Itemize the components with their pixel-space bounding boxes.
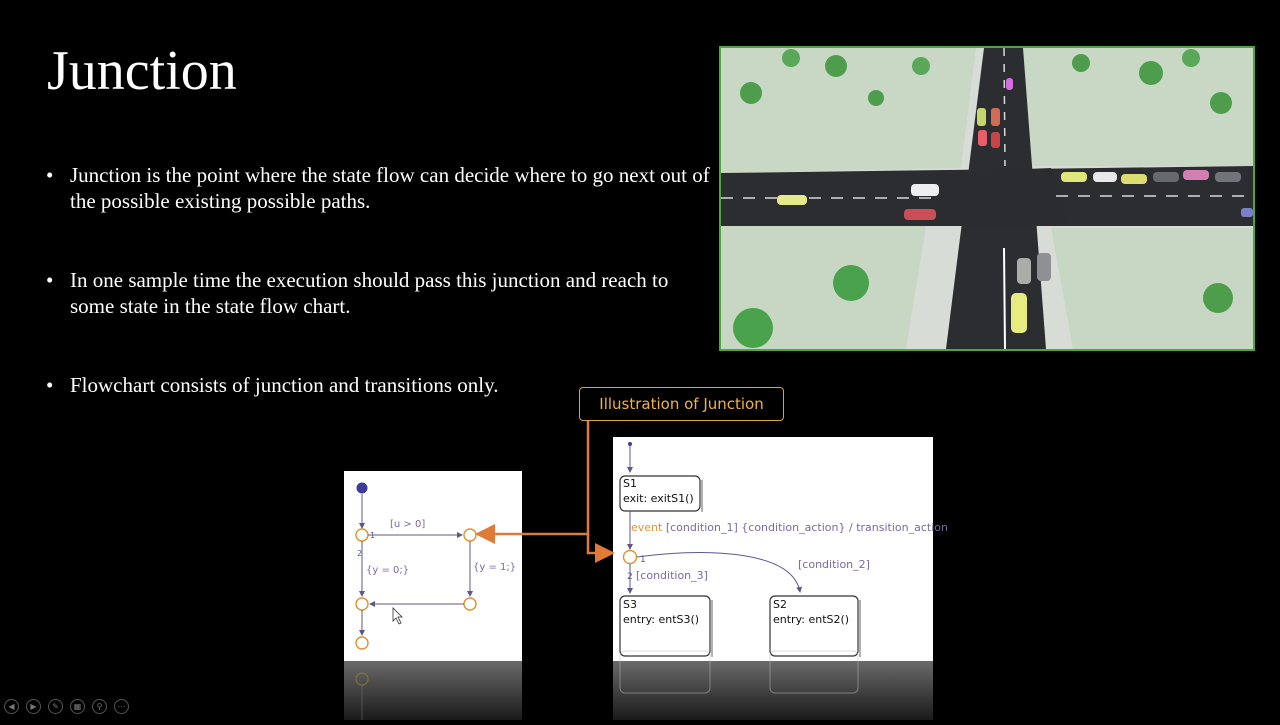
order-label: 1 — [640, 555, 646, 565]
junction-e — [355, 636, 369, 650]
prev-icon[interactable]: ◀ — [4, 699, 19, 714]
junction — [622, 549, 638, 565]
flowchart-diagram: [u > 0] 1 2 {y = 0;} {y = 1;} — [344, 471, 522, 661]
state-action: entry: entS3() — [623, 613, 699, 626]
state-name: S1 — [623, 477, 637, 490]
slideshow-toolbar: ◀ ▶ ✎ ▦ ⚲ ⋯ — [4, 699, 129, 715]
flowchart-reflection — [344, 661, 522, 720]
bullet-item: In one sample time the execution should … — [46, 267, 710, 319]
order-label: 2 — [357, 549, 362, 558]
illustration-callout: Illustration of Junction — [579, 387, 784, 421]
slide-title: Junction — [47, 40, 237, 102]
junction-a — [355, 528, 369, 542]
bullet-item: Junction is the point where the state fl… — [46, 162, 710, 214]
next-icon[interactable]: ▶ — [26, 699, 41, 714]
intersection-image — [719, 46, 1255, 351]
bullet-item: Flowchart consists of junction and trans… — [46, 372, 710, 398]
zoom-icon[interactable]: ⚲ — [92, 699, 107, 714]
state-s3 — [619, 595, 711, 657]
slides-icon[interactable]: ▦ — [70, 699, 85, 714]
condition-label: [condition_3] — [636, 569, 708, 582]
svg-text:event [condition_1] {condition: event [condition_1] {condition_action} /… — [631, 521, 948, 534]
state-s2 — [769, 595, 859, 657]
state-action: entry: entS2() — [773, 613, 849, 626]
more-icon[interactable]: ⋯ — [114, 699, 129, 714]
condition-label: [condition_2] — [798, 558, 870, 571]
state-action: exit: exitS1() — [623, 492, 694, 505]
state-name: S3 — [623, 598, 637, 611]
mouse-cursor-icon — [392, 607, 403, 625]
junction-b — [463, 528, 477, 542]
statechart-diagram: S1 exit: exitS1() event [condition_1] {c… — [613, 437, 948, 661]
junction-d — [463, 597, 477, 611]
junction-c — [355, 597, 369, 611]
action-label: {y = 1;} — [473, 562, 516, 573]
pen-icon[interactable]: ✎ — [48, 699, 63, 714]
statechart-reflection — [613, 650, 933, 720]
transition-label: [condition_1] {condition_action} / trans… — [666, 521, 948, 534]
action-label: {y = 0;} — [366, 565, 409, 576]
state-s1 — [619, 475, 701, 512]
order-label: 1 — [370, 531, 375, 540]
state-name: S2 — [773, 598, 787, 611]
condition-label: [u > 0] — [390, 519, 425, 530]
default-transition-dot — [356, 482, 368, 494]
transition-event: event — [631, 521, 663, 534]
